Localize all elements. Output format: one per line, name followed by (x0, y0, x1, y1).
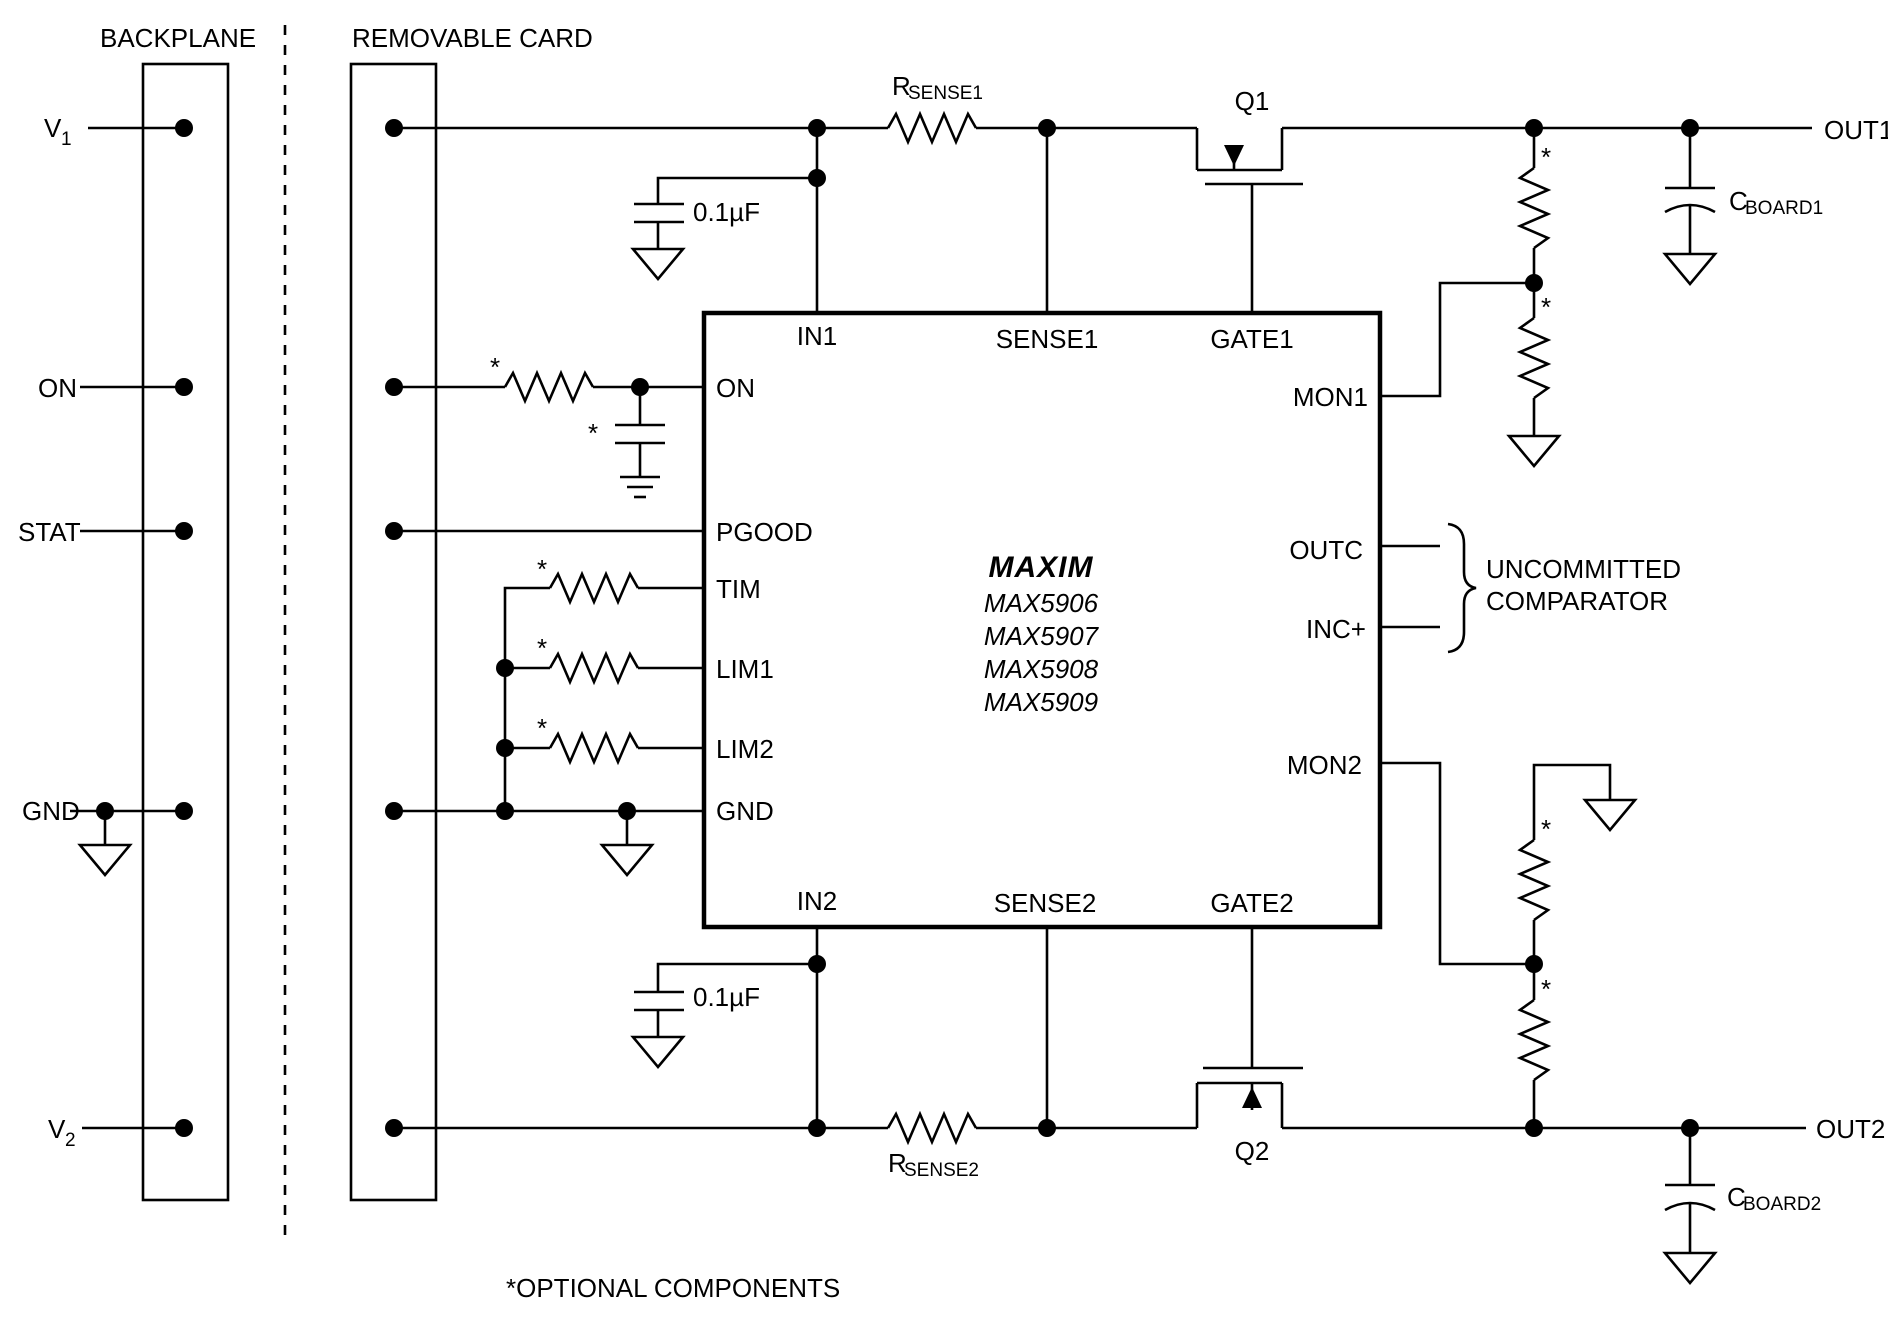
mon1-divider (1380, 128, 1562, 469)
pin-outc: OUTC (1289, 535, 1363, 565)
q2-mosfet (1195, 927, 1303, 1128)
lim2-optional-mark: * (537, 713, 547, 743)
pin-gate2: GATE2 (1210, 888, 1293, 918)
pin-in2: IN2 (797, 886, 837, 916)
tim-optional-mark: * (537, 554, 547, 584)
rsense1-sub-label: SENSE1 (908, 83, 983, 104)
cboard1 (1662, 128, 1718, 287)
backplane-v1: V 1 (44, 113, 193, 150)
q1-mosfet (1195, 128, 1303, 313)
mon1-upper-optional-mark: * (1541, 142, 1551, 172)
pin-on: ON (716, 373, 755, 403)
cboard2-label: C (1727, 1182, 1746, 1212)
cap-bottom-label: 0.1µF (693, 982, 760, 1012)
optional-components-footnote: *OPTIONAL COMPONENTS (506, 1273, 840, 1303)
on-res-optional-mark: * (490, 352, 500, 382)
comparator-label-line1: UNCOMMITTED (1486, 554, 1681, 584)
pin-lim1: LIM1 (716, 654, 774, 684)
comparator-leads (1380, 544, 1440, 629)
removable-card-header: REMOVABLE CARD (352, 23, 593, 53)
out2-label: OUT2 (1816, 1114, 1885, 1144)
cboard2 (1662, 1128, 1718, 1286)
backplane-gnd: GND (22, 796, 193, 878)
pin-gate1: GATE1 (1210, 324, 1293, 354)
part-number-2: MAX5907 (984, 621, 1100, 651)
backplane-v2: V 2 (48, 1114, 193, 1151)
comparator-brace (1447, 522, 1477, 654)
pin-tim: TIM (716, 574, 761, 604)
backplane-stat: STAT (18, 517, 193, 547)
cap-bottom (630, 955, 826, 1070)
pin-incplus: INC+ (1306, 614, 1366, 644)
cboard1-label: C (1729, 186, 1748, 216)
cap-top-label: 0.1µF (693, 197, 760, 227)
pin-sense2: SENSE2 (994, 888, 1097, 918)
ic-package (701, 310, 1383, 930)
cap-top (630, 169, 826, 282)
svg-text:1: 1 (61, 129, 72, 150)
part-number-4: MAX5909 (984, 687, 1098, 717)
part-number-3: MAX5908 (984, 654, 1099, 684)
pin-lim2: LIM2 (716, 734, 774, 764)
v2-rail (394, 1110, 1197, 1146)
out1-label: OUT1 (1824, 115, 1888, 145)
mon2-divider (1380, 761, 1638, 1128)
cboard2-sub-label: BOARD2 (1743, 1194, 1821, 1215)
svg-text:V: V (44, 113, 62, 143)
rsense2-label: R (888, 1148, 907, 1178)
part-number-1: MAX5906 (984, 588, 1099, 618)
backplane-header: BACKPLANE (100, 23, 256, 53)
rsense1-label: R (892, 71, 911, 101)
svg-text:ON: ON (38, 373, 77, 403)
pin-mon1: MON1 (1293, 382, 1368, 412)
comparator-label-line2: COMPARATOR (1486, 586, 1668, 616)
out2-rail (1282, 1119, 1806, 1137)
pin-sense1: SENSE1 (996, 324, 1099, 354)
pin-mon2: MON2 (1287, 750, 1362, 780)
mon2-upper-optional-mark: * (1541, 814, 1551, 844)
cboard1-sub-label: BOARD1 (1745, 198, 1823, 219)
maxim-logo: MAXIM (989, 551, 1094, 584)
backplane-connector (141, 62, 230, 1202)
pin-gnd: GND (716, 796, 774, 826)
q1-label: Q1 (1235, 86, 1270, 116)
mon2-lower-optional-mark: * (1541, 974, 1551, 1004)
q2-label: Q2 (1235, 1136, 1270, 1166)
pin-pgood: PGOOD (716, 517, 813, 547)
v1-rail (394, 110, 1197, 146)
mon1-lower-optional-mark: * (1541, 292, 1551, 322)
svg-text:V: V (48, 1114, 66, 1144)
tim-lim-network (496, 570, 704, 811)
gnd-wire (394, 802, 704, 878)
rsense2-sub-label: SENSE2 (904, 1160, 979, 1181)
on-cap-optional-mark: * (588, 418, 598, 448)
svg-text:STAT: STAT (18, 517, 81, 547)
card-connector (349, 62, 438, 1202)
backplane-on: ON (38, 373, 193, 403)
out1-rail (1282, 119, 1812, 137)
svg-text:2: 2 (65, 1130, 76, 1151)
pin-in1: IN1 (797, 321, 837, 351)
lim1-optional-mark: * (537, 633, 547, 663)
on-network (394, 369, 704, 499)
